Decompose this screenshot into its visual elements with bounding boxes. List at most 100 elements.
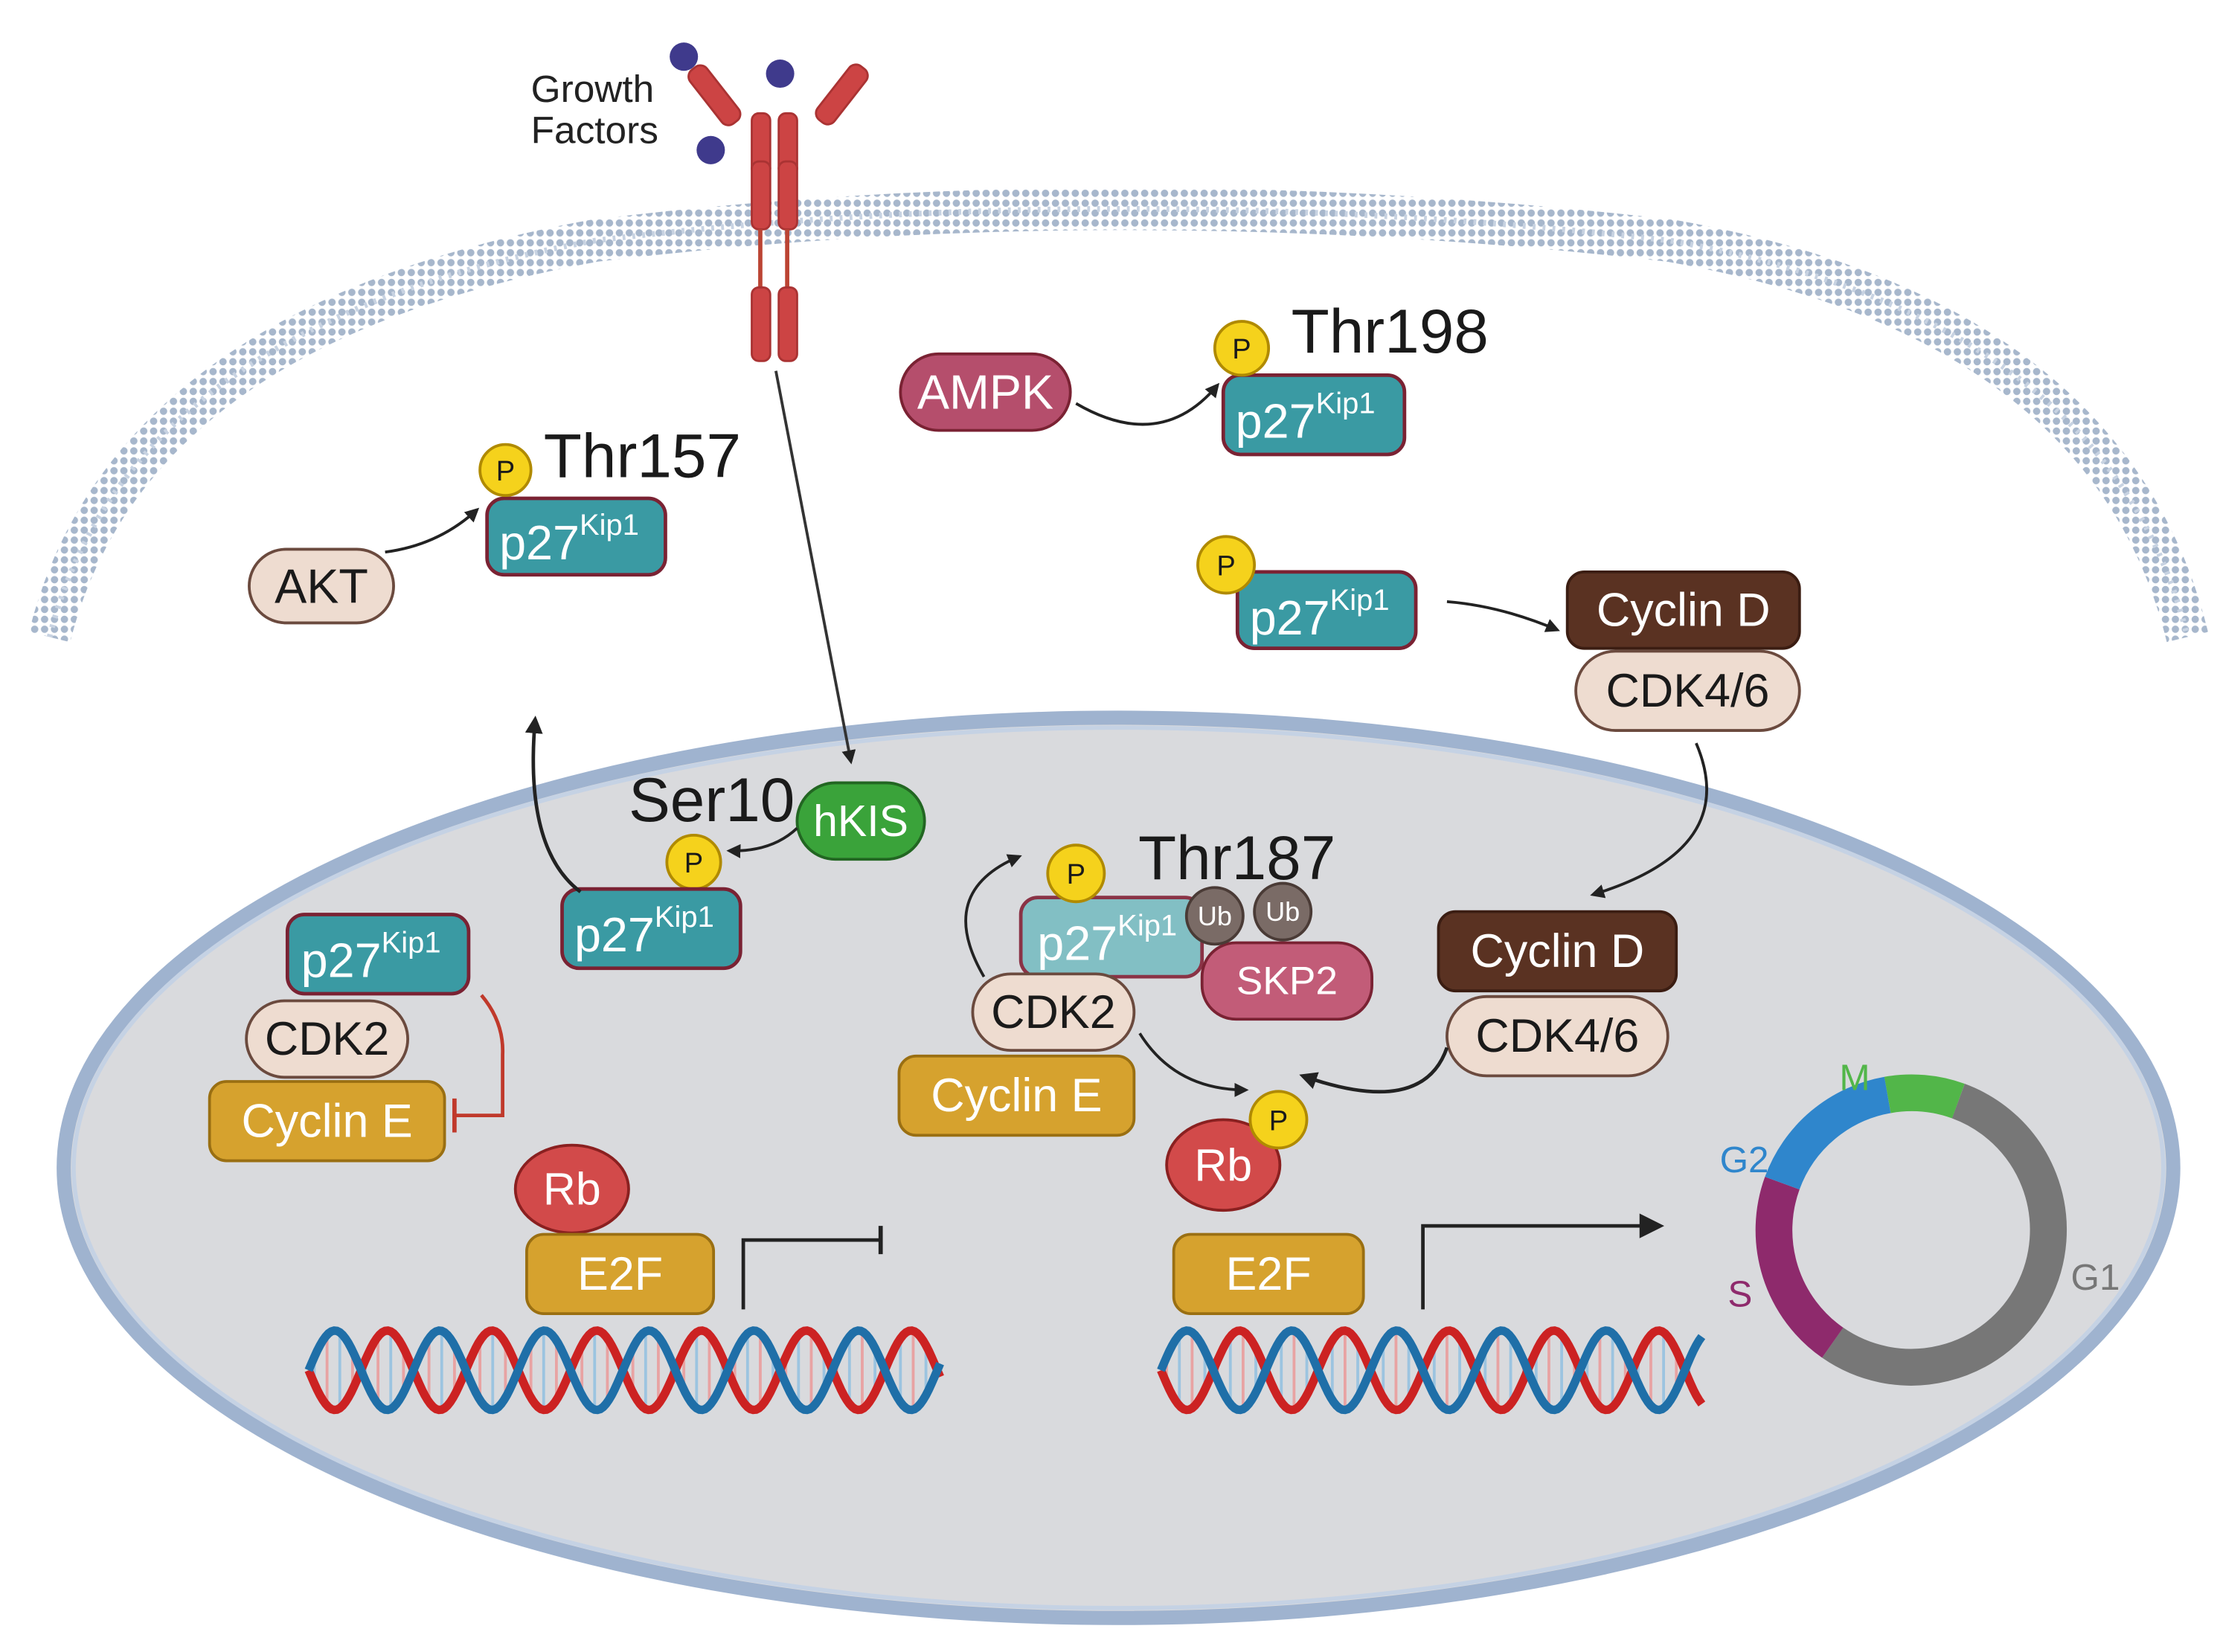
svg-text:p27Kip1: p27Kip1: [1250, 584, 1390, 644]
site-thr198: Thr198: [1292, 296, 1489, 366]
growth-label-line1: Growth: [531, 67, 655, 110]
plasma-membrane: [28, 187, 2208, 643]
growth-factor-ligands: [670, 42, 795, 164]
kip1-superscript: Kip1: [580, 509, 639, 541]
growth-factors-label: Growth Factors: [531, 67, 658, 151]
cyclin-d-label: Cyclin D: [1597, 584, 1771, 636]
ligand-dot: [670, 42, 699, 71]
p27-cytoplasm-node: p27Kip1: [1235, 570, 1418, 651]
hkis-label: hKIS: [813, 797, 908, 846]
cyclin-e-inhibited-node: Cyclin E: [208, 1080, 446, 1163]
growth-factor-receptor: [687, 63, 869, 362]
cyclin-d-label: Cyclin D: [1470, 925, 1644, 977]
rb-repressor-node: Rb: [513, 1143, 630, 1235]
nuclear-export-arrow: [524, 716, 582, 893]
cdk46-cytoplasm-node: CDK4/6: [1574, 649, 1801, 732]
skp2-node: SKP2: [1200, 941, 1373, 1021]
ligand-dot: [766, 59, 795, 89]
cyclin-e-label: Cyclin E: [931, 1070, 1102, 1122]
akt-arrow: [385, 507, 480, 554]
kip1-superscript: Kip1: [1330, 584, 1390, 617]
cdk46-label: CDK4/6: [1475, 1010, 1639, 1062]
site-thr187: Thr187: [1138, 823, 1335, 893]
rb-label: Rb: [1194, 1140, 1252, 1190]
p27-label: p27: [1250, 590, 1330, 644]
phospho-badge: P: [1213, 320, 1271, 377]
phospho-badge: P: [478, 443, 533, 498]
ampk-arrow: [1075, 382, 1220, 426]
svg-text:p27Kip1: p27Kip1: [1236, 387, 1376, 447]
cdk2-label: CDK2: [265, 1013, 390, 1065]
phospho-label: P: [684, 848, 703, 879]
cdk46-nucleus-node: CDK4/6: [1446, 994, 1669, 1078]
phase-g1-label: G1: [2071, 1257, 2120, 1298]
ub-label: Ub: [1198, 901, 1232, 931]
svg-text:p27Kip1: p27Kip1: [574, 901, 714, 961]
phospho-label: P: [1232, 334, 1251, 365]
phospho-label: P: [1269, 1105, 1288, 1137]
rb-phospho-node: Rb: [1165, 1118, 1282, 1212]
ub-label: Ub: [1265, 896, 1300, 927]
cell-cycle-ring: [1755, 1074, 2067, 1386]
cdk2-active-node: CDK2: [971, 972, 1136, 1052]
ubiquitin-badge: Ub: [1253, 881, 1313, 942]
e2f-repressed-node: E2F: [525, 1232, 716, 1316]
promoter-active-arrow: [1421, 1213, 1665, 1310]
ampk-label: AMPK: [917, 365, 1053, 420]
ubiquitin-badge: Ub: [1184, 886, 1245, 946]
p27-inhibitor-node: p27Kip1: [285, 913, 471, 996]
phospho-label: P: [1216, 550, 1235, 582]
akt-label: AKT: [275, 559, 368, 613]
inhibition-line: [455, 994, 505, 1118]
cdk46-label: CDK4/6: [1606, 665, 1770, 717]
hkis-node: hKIS: [795, 781, 926, 861]
kip1-superscript: Kip1: [1117, 910, 1177, 942]
p27-akt-node: p27Kip1: [485, 496, 667, 577]
dna-strand-blue: [304, 1326, 944, 1415]
phospho-label: P: [496, 456, 515, 487]
p27-ampk-node: p27Kip1: [1221, 373, 1407, 457]
factors-label-line2: Factors: [531, 108, 658, 151]
cdk2-feedback-arrow: [964, 854, 1022, 978]
dna-double-helix-left: [304, 1326, 944, 1415]
ligand-dot: [696, 135, 725, 164]
p27-degradation-node: p27Kip1: [1018, 896, 1204, 979]
e2f-label: E2F: [1226, 1248, 1312, 1300]
promoter-blocked: [741, 1238, 881, 1310]
cycle-phase-g2: [1765, 1076, 1891, 1190]
receptor-to-hkis-arrow: [774, 370, 856, 765]
cdk2-to-rb-arrow: [1138, 1032, 1249, 1097]
e2f-label: E2F: [577, 1248, 663, 1300]
svg-text:p27Kip1: p27Kip1: [301, 927, 441, 987]
hkis-arrow: [726, 826, 798, 858]
cycle-phase-s: [1755, 1177, 1844, 1358]
phospho-label: P: [1067, 859, 1085, 890]
kip1-superscript: Kip1: [382, 927, 441, 960]
cdk2-inhibited-node: CDK2: [245, 999, 409, 1079]
dna-double-helix-right: [1157, 1326, 1706, 1415]
rb-label: Rb: [543, 1164, 601, 1215]
phase-s-label: S: [1727, 1274, 1752, 1315]
ampk-node: AMPK: [899, 352, 1072, 432]
phospho-badge: P: [665, 833, 722, 891]
cyclin-d-nucleus-node: Cyclin D: [1437, 910, 1678, 993]
phase-g2-label: G2: [1720, 1140, 1769, 1180]
svg-text:p27Kip1: p27Kip1: [1037, 910, 1177, 970]
cdk46-to-rb-arrow: [1299, 1047, 1449, 1094]
cdk2-label: CDK2: [991, 986, 1116, 1038]
akt-node: AKT: [248, 547, 395, 625]
kip1-superscript: Kip1: [655, 901, 714, 933]
phospho-badge: P: [1248, 1090, 1309, 1150]
cyclin-d-cytoplasm-node: Cyclin D: [1565, 570, 1801, 650]
phospho-badge: P: [1196, 535, 1257, 595]
cyclin-e-active-node: Cyclin E: [897, 1054, 1136, 1137]
skp2-label: SKP2: [1236, 959, 1338, 1003]
p27-label: p27: [1037, 916, 1117, 970]
cyclin-d-translocation-arrow: [1590, 742, 1708, 899]
site-ser10: Ser10: [629, 765, 795, 835]
phospho-badge: P: [1046, 843, 1106, 904]
p27-label: p27: [1236, 393, 1316, 448]
nucleus: [57, 710, 2181, 1625]
cycle-phase-g1: [1822, 1084, 2067, 1386]
